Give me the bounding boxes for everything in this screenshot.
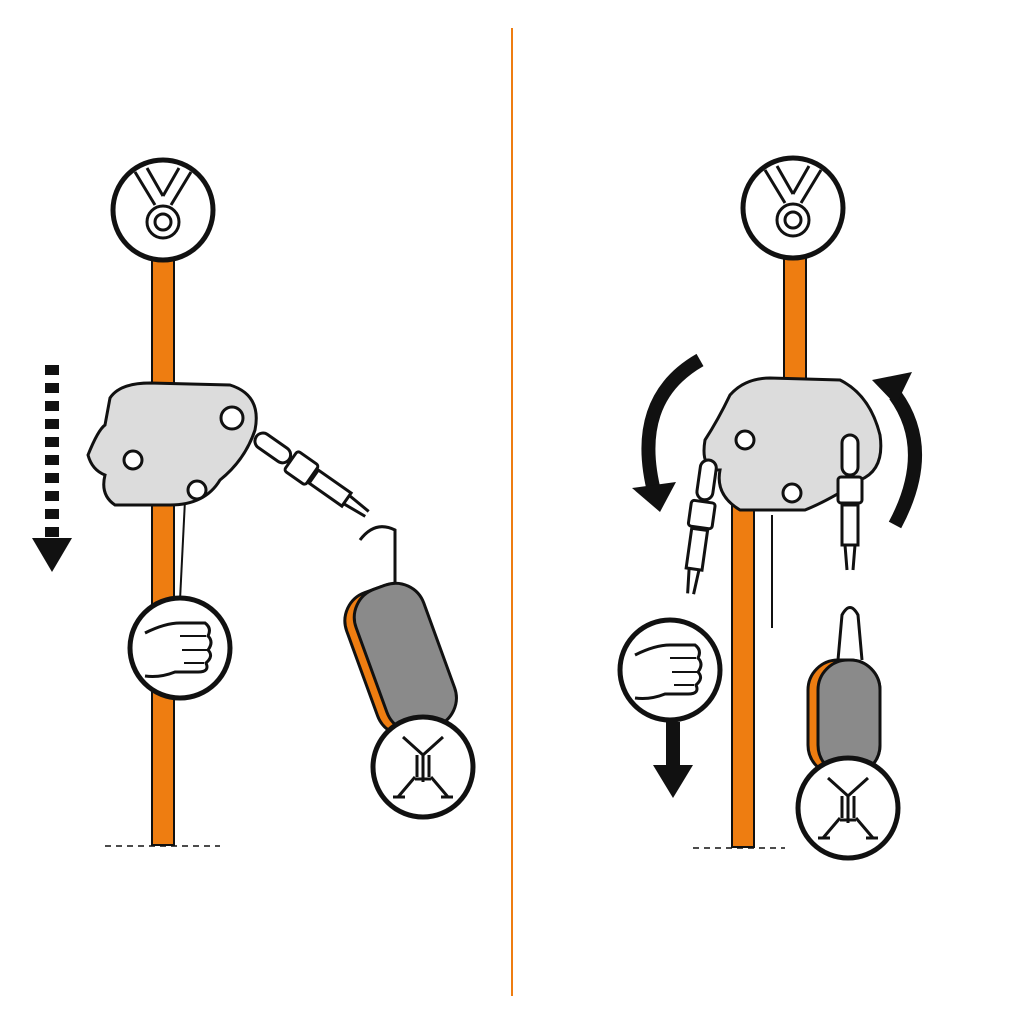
fist-icon [620,620,720,720]
rotate-ccw-arrow-icon [641,353,704,497]
panel-left [32,160,473,847]
lanyard-connector [248,425,376,526]
lanyard-bag [806,658,882,777]
rope [151,254,175,846]
harness-icon [798,758,898,858]
fist-icon [130,598,230,698]
right-lanyard-connector [836,433,864,572]
rope-upper [783,254,807,396]
anchor-icon [113,160,213,260]
rope-clamp-device [702,376,883,512]
rope-lower [731,484,755,848]
rope-clamp-device [86,381,258,507]
dashed-down-arrow-icon [32,365,72,572]
cord [179,499,186,601]
harness-icon [373,717,473,817]
rotate-cw-arrow-icon [888,390,922,529]
lanyard-bag [343,581,458,737]
left-lanyard-connector [677,456,723,597]
panel-right [620,158,922,858]
down-arrow-icon [653,722,693,798]
anchor-icon [743,158,843,258]
